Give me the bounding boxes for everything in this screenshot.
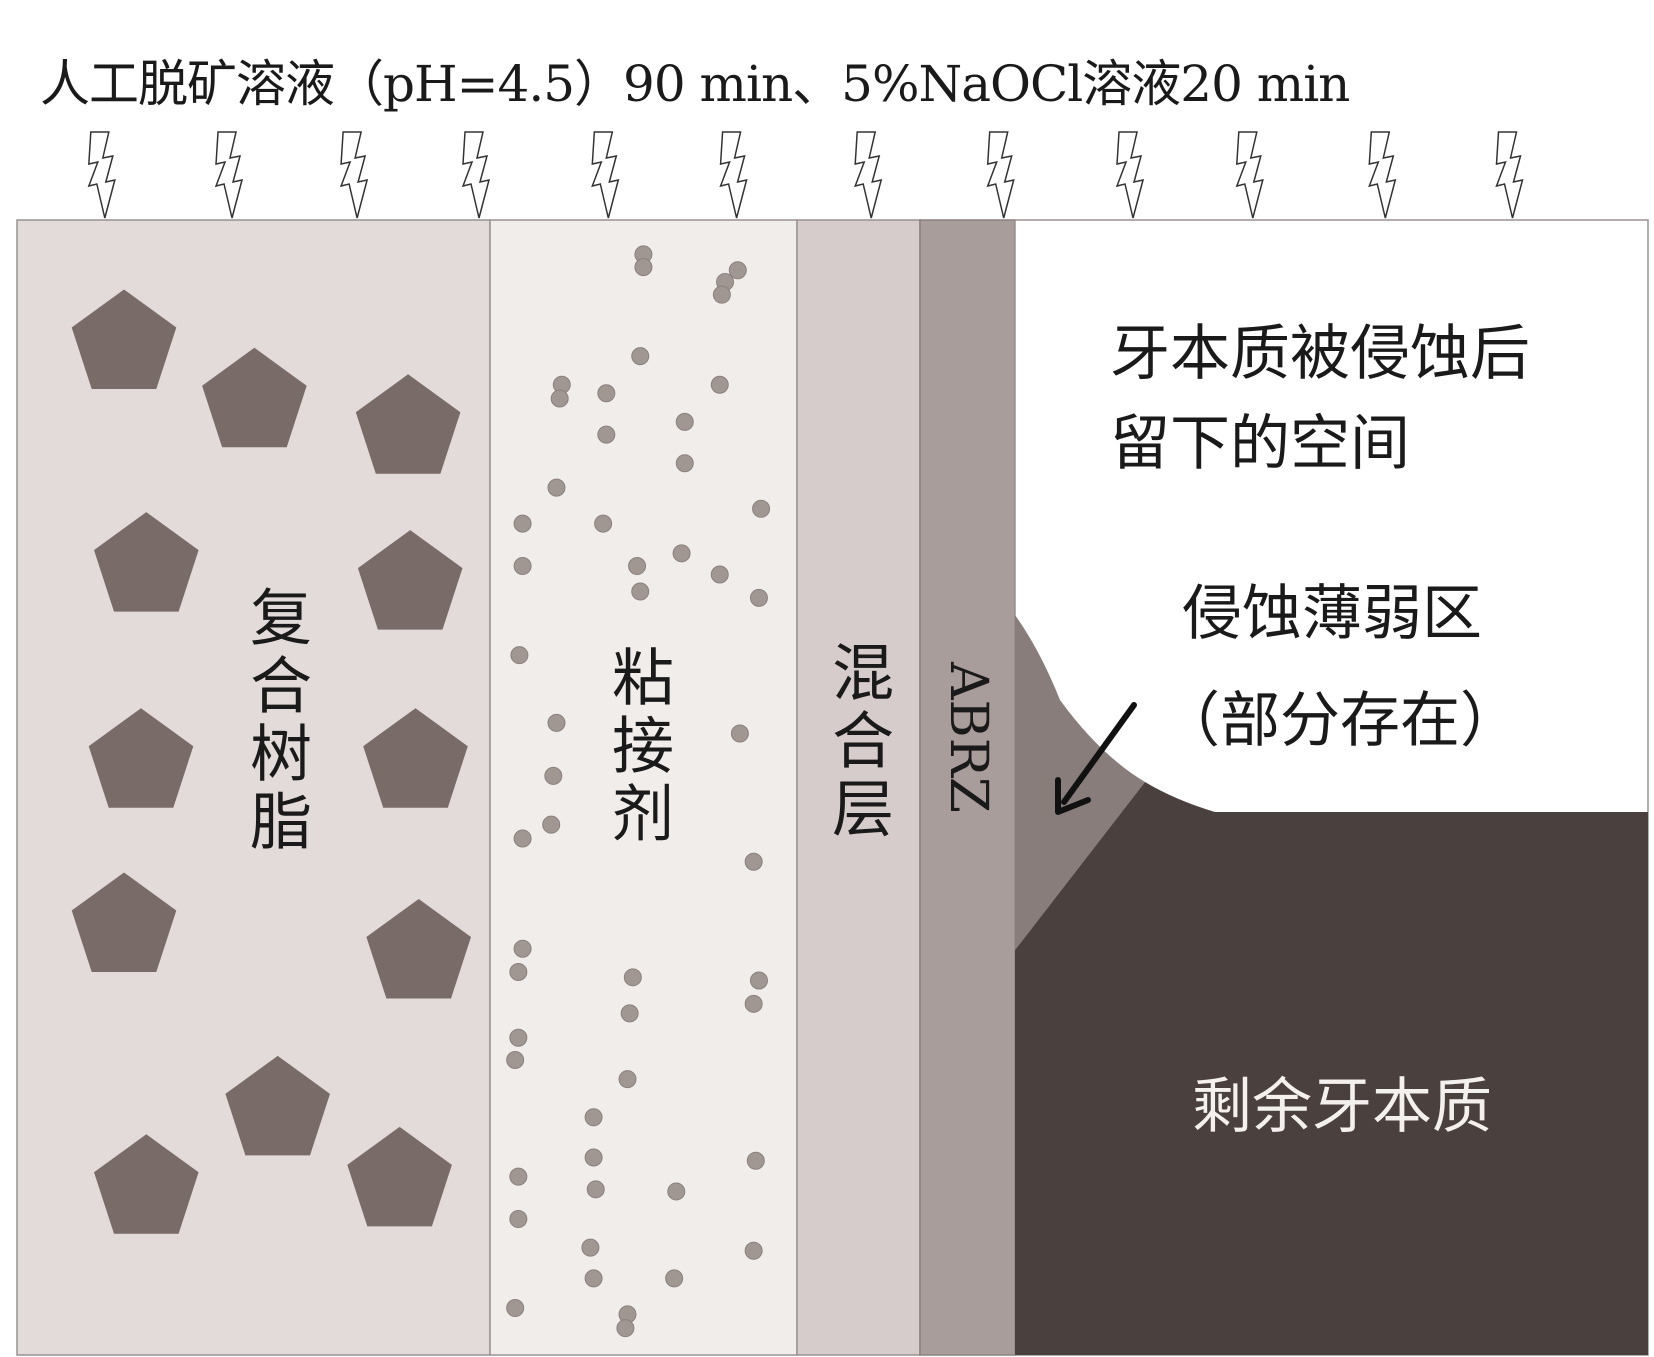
lightning-bolt-icon <box>87 131 116 219</box>
adhesive-particle <box>509 963 528 982</box>
adhesive-particle <box>584 1269 603 1288</box>
label-remaining-dentin: 剩余牙本质 <box>1192 1072 1492 1142</box>
adhesive-particle <box>749 588 768 607</box>
adhesive-particle <box>616 1319 635 1338</box>
adhesive-particle <box>509 1028 528 1047</box>
adhesive-particle <box>544 766 563 785</box>
adhesive-particle <box>506 1051 525 1069</box>
adhesive-particle <box>620 1004 639 1023</box>
adhesive-particle <box>730 724 749 743</box>
adhesive-particle <box>712 285 731 304</box>
adhesive-particle <box>631 347 650 366</box>
label-composite: 复合树脂 <box>239 585 312 857</box>
adhesive-particle <box>513 829 532 848</box>
filler-pentagon <box>347 1126 452 1227</box>
lightning-bolt-icon <box>591 131 620 219</box>
lightning-bolt-icon <box>1235 131 1264 219</box>
lightning-bolt-icon <box>461 131 491 219</box>
label-weak-zone-2: （部分存在） <box>1160 686 1520 756</box>
lightning-bolt-icon <box>339 131 369 219</box>
filler-pentagon <box>88 708 194 808</box>
adhesive-particle <box>547 478 566 497</box>
adhesive-particle <box>584 1108 603 1127</box>
adhesive-particle <box>667 1182 686 1201</box>
filler-pentagon <box>202 347 307 448</box>
filler-pentagon <box>71 872 177 972</box>
label-adhesive: 粘接剂 <box>601 645 674 849</box>
adhesive-particle <box>581 1238 600 1257</box>
adhesive-particle <box>628 557 647 576</box>
filler-pentagon <box>363 708 468 808</box>
lightning-bolt-icon <box>1115 131 1145 219</box>
filler-pentagon <box>366 899 471 999</box>
adhesive-particle <box>631 582 650 601</box>
adhesive-particle <box>665 1269 684 1288</box>
adhesive-layer <box>489 219 798 1356</box>
adhesive-particle <box>597 384 616 403</box>
filler-pentagon <box>355 374 461 474</box>
adhesive-particle <box>594 514 613 533</box>
lightning-bolt-icon <box>1368 131 1397 219</box>
label-eroded-space-1: 牙本质被侵蚀后 <box>1110 319 1530 389</box>
adhesive-particle <box>550 389 569 408</box>
filler-pentagon <box>94 512 199 612</box>
lightning-bolt-icon <box>986 131 1015 219</box>
adhesive-particle <box>547 713 566 732</box>
adhesive-particle <box>509 1167 528 1186</box>
adhesive-particle <box>506 1299 525 1318</box>
filler-pentagon <box>357 530 463 630</box>
adhesive-particle <box>749 971 768 990</box>
adhesive-particle <box>584 1148 603 1167</box>
adhesive-particle <box>509 1210 528 1228</box>
adhesive-particle <box>586 1180 605 1199</box>
adhesive-particle <box>618 1070 637 1089</box>
adhesive-particle <box>634 258 653 277</box>
filler-pentagon <box>71 289 177 389</box>
adhesive-particle <box>744 852 763 871</box>
adhesive-particle <box>623 968 642 987</box>
filler-particles <box>71 289 471 1234</box>
adhesive-particle <box>513 514 532 533</box>
abrz-layer <box>919 219 1016 1356</box>
lightning-bolt-icon <box>853 131 883 219</box>
acid-attack-arrows <box>87 131 1524 219</box>
adhesive-particle <box>510 646 529 665</box>
adhesive-particle <box>744 994 763 1013</box>
treatment-title: 人工脱矿溶液（pH=4.5）90 min、5%NaOCl溶液20 min <box>40 55 1350 113</box>
adhesive-particle <box>542 815 561 834</box>
adhesive-particles <box>506 245 771 1338</box>
adhesive-particle <box>710 375 729 394</box>
adhesive-particle <box>752 499 771 518</box>
adhesive-particle <box>597 425 616 444</box>
lightning-bolt-icon <box>214 131 244 219</box>
arrow-to-weak-zone <box>1055 702 1137 815</box>
adhesive-particle <box>728 261 747 280</box>
adhesive-particle <box>675 454 694 473</box>
label-eroded-space-2: 留下的空间 <box>1110 409 1410 479</box>
label-hybrid: 混合层 <box>821 640 894 844</box>
adhesive-particle <box>672 544 691 563</box>
adhesive-particle <box>744 1241 763 1260</box>
lightning-bolt-icon <box>1495 131 1524 219</box>
label-abrz: ABRZ <box>938 662 998 814</box>
adhesive-particle <box>710 565 729 584</box>
adhesive-particle <box>746 1151 765 1170</box>
adhesive-particle <box>513 939 532 958</box>
label-weak-zone-1: 侵蚀薄弱区 <box>1182 579 1482 649</box>
hybrid-layer <box>796 219 921 1356</box>
adhesive-particle <box>675 412 694 431</box>
remaining-dentin <box>1015 782 1648 1355</box>
filler-pentagon <box>225 1055 330 1156</box>
adhesive-particle <box>513 557 532 576</box>
lightning-bolt-icon <box>719 131 748 219</box>
filler-pentagon <box>94 1134 199 1234</box>
